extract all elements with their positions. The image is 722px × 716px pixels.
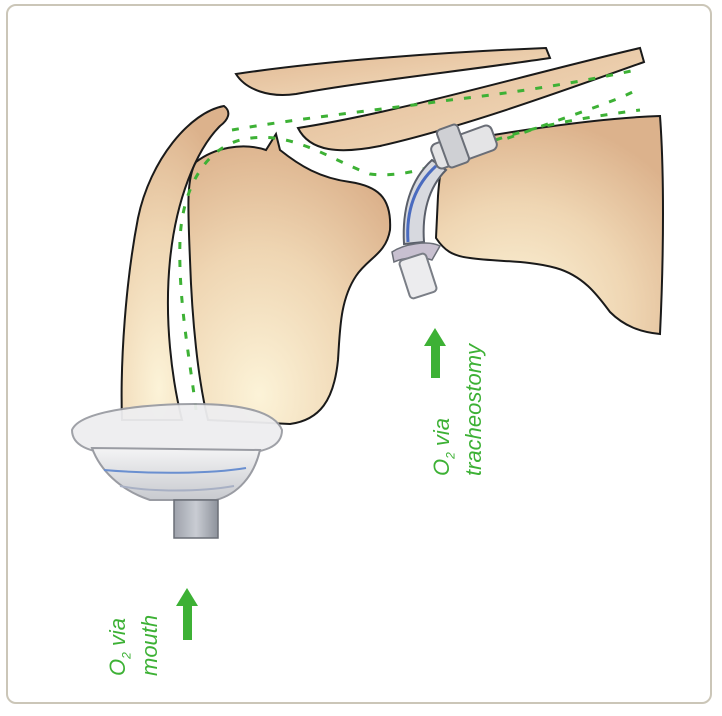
mask-icon bbox=[72, 404, 282, 538]
head-mass bbox=[188, 134, 390, 424]
label-o2-via-mouth: O2 via mouth bbox=[106, 615, 162, 676]
arrow-up-icon bbox=[176, 588, 198, 640]
label-o2-via-tracheostomy: O2 via tracheostomy bbox=[430, 344, 486, 476]
